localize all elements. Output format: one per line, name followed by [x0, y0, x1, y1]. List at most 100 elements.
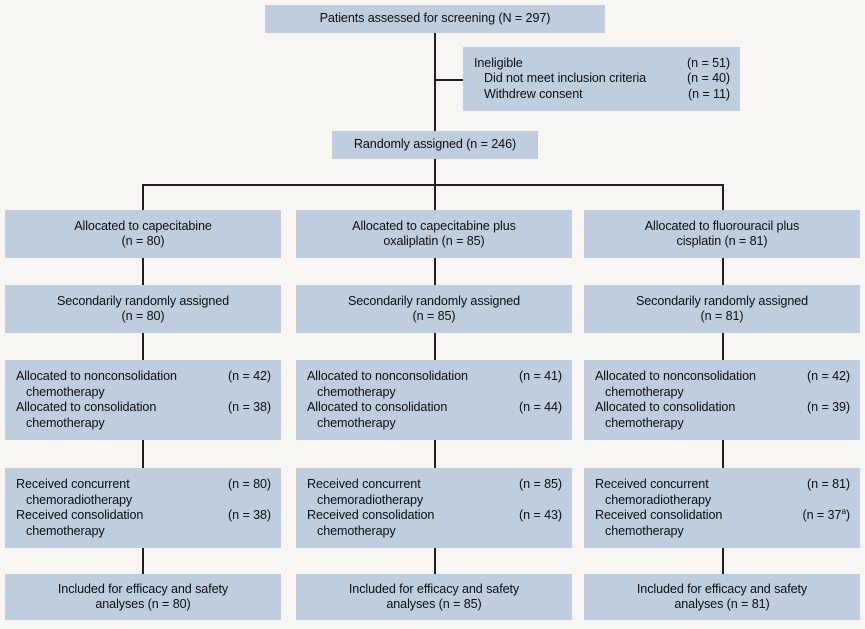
arm-1-consolidation-row-1: Allocated to nonconsolidation (n = 42) — [16, 369, 271, 385]
screening-label: Patients assessed for screening (N = 297… — [319, 11, 551, 26]
box-arm-2-analysis: Included for efficacy and safety analyse… — [296, 574, 572, 620]
connector-arm-2-alloc-to-secondary — [433, 258, 437, 285]
box-arm-3-received: Received concurrent (n = 81) chemoradiot… — [584, 468, 860, 548]
arm-2-allocation-line-1: Allocated to capecitabine plus — [352, 218, 516, 233]
row-count: (n = 80) — [228, 477, 271, 491]
connector-arm-3-consolidation-to-received — [721, 440, 724, 468]
arm-3-secondary-line-2: (n = 81) — [700, 309, 744, 323]
row-label: Received consolidation — [595, 508, 723, 522]
arm-3-allocation-line-1: Allocated to fluorouracil plus — [644, 218, 800, 233]
row-label: Received consolidation — [307, 508, 435, 522]
arm-2-secondary-line-2: (n = 85) — [412, 309, 456, 323]
connector-screening-to-randomized — [433, 33, 437, 131]
box-arm-3-secondary-randomization: Secondarily randomly assigned (n = 81) — [584, 285, 860, 333]
box-arm-1-analysis: Included for efficacy and safety analyse… — [5, 574, 281, 620]
connector-randomized-to-split — [433, 159, 437, 185]
connector-arm-1-consolidation-to-received — [142, 440, 145, 468]
box-arm-2-consolidation-allocation: Allocated to nonconsolidation (n = 41) c… — [296, 360, 572, 440]
arm-1-received-row-2: Received consolidation (n = 38) — [16, 508, 271, 524]
row-label: Allocated to consolidation — [595, 400, 736, 414]
box-arm-1-secondary-randomization: Secondarily randomly assigned (n = 80) — [5, 285, 281, 333]
arm-2-analysis-line-2: analyses (n = 85) — [386, 597, 482, 611]
connector-arm-1-secondary-to-consolidation — [142, 333, 145, 360]
arm-1-consolidation-row-2-cont: chemotherapy — [26, 415, 105, 430]
box-arm-1-consolidation-allocation: Allocated to nonconsolidation (n = 42) c… — [5, 360, 281, 440]
row-count: (n = 42) — [807, 369, 850, 383]
arm-3-secondary-line-1: Secondarily randomly assigned — [635, 293, 809, 308]
box-arm-2-allocation: Allocated to capecitabine plus oxaliplat… — [296, 210, 572, 258]
arm-1-received-row-1: Received concurrent (n = 80) — [16, 477, 271, 493]
connector-split-to-arm-2 — [433, 183, 437, 211]
arm-2-consolidation-row-2-cont: chemotherapy — [317, 415, 396, 430]
connector-arm-1-received-to-analysis — [142, 548, 145, 574]
arm-1-secondary-line-1: Secondarily randomly assigned — [56, 293, 230, 308]
arm-2-received-row-2-cont: chemotherapy — [317, 523, 396, 538]
excluded-row: Did not meet inclusion criteria (n = 40) — [474, 71, 730, 87]
box-screening: Patients assessed for screening (N = 297… — [265, 5, 605, 33]
row-count: (n = 44) — [519, 400, 562, 414]
arm-1-secondary-line-2: (n = 80) — [121, 309, 165, 323]
arm-3-received-row-1: Received concurrent (n = 81) — [595, 477, 850, 493]
connector-arm-3-received-to-analysis — [721, 548, 724, 574]
arm-1-allocation-line-1: Allocated to capecitabine — [74, 218, 212, 233]
arm-1-analysis-line-2: analyses (n = 80) — [95, 597, 191, 611]
box-arm-2-secondary-randomization: Secondarily randomly assigned (n = 85) — [296, 285, 572, 333]
arm-1-received-row-1-cont: chemoradiotherapy — [26, 492, 133, 507]
box-arm-3-allocation: Allocated to fluorouracil plus cisplatin… — [584, 210, 860, 258]
row-count: (n = 85) — [519, 477, 562, 491]
row-count: (n = 43) — [519, 508, 562, 522]
connector-arm-2-received-to-analysis — [433, 548, 437, 574]
row-label: Allocated to consolidation — [16, 400, 157, 414]
connector-arm-2-secondary-to-consolidation — [433, 333, 437, 360]
arm-3-received-row-1-cont: chemoradiotherapy — [605, 492, 712, 507]
arm-3-consolidation-row-1: Allocated to nonconsolidation (n = 42) — [595, 369, 850, 385]
connector-split-to-arm-1 — [142, 183, 145, 211]
box-arm-2-received: Received concurrent (n = 85) chemoradiot… — [296, 468, 572, 548]
row-label: Received concurrent — [16, 477, 130, 491]
row-label: Allocated to nonconsolidation — [595, 369, 756, 383]
row-count-close: ) — [845, 508, 850, 522]
arm-1-consolidation-row-1-cont: chemotherapy — [26, 384, 105, 399]
row-count: (n = 81) — [807, 477, 850, 491]
arm-3-consolidation-row-2: Allocated to consolidation (n = 39) — [595, 400, 850, 416]
arm-2-consolidation-row-1-cont: chemotherapy — [317, 384, 396, 399]
arm-3-received-row-2-cont: chemotherapy — [605, 523, 684, 538]
row-label: Received concurrent — [307, 477, 421, 491]
arm-1-consolidation-row-2: Allocated to consolidation (n = 38) — [16, 400, 271, 416]
split-bar-three-arms — [142, 183, 724, 186]
row-count: (n = 38) — [228, 400, 271, 414]
arm-2-allocation-line-2: oxaliplatin (n = 85) — [383, 234, 485, 248]
arm-2-secondary-line-1: Secondarily randomly assigned — [347, 293, 521, 308]
box-arm-3-analysis: Included for efficacy and safety analyse… — [584, 574, 860, 620]
arm-3-analysis-line-2: analyses (n = 81) — [674, 597, 770, 611]
randomized-label: Randomly assigned (n = 246) — [353, 137, 517, 152]
arm-1-allocation-line-2: (n = 80) — [121, 234, 165, 248]
arm-2-received-row-1-cont: chemoradiotherapy — [317, 492, 424, 507]
row-label: Allocated to nonconsolidation — [16, 369, 177, 383]
arm-2-consolidation-row-2: Allocated to consolidation (n = 44) — [307, 400, 562, 416]
arm-3-received-row-2: Received consolidation (n = 37a) — [595, 507, 850, 524]
excluded-label: Did not meet inclusion criteria — [484, 71, 647, 86]
excluded-label: Withdrew consent — [484, 86, 583, 101]
arm-2-received-row-2: Received consolidation (n = 43) — [307, 508, 562, 524]
arm-2-analysis-line-1: Included for efficacy and safety — [348, 581, 520, 596]
row-label: Received consolidation — [16, 508, 144, 522]
row-count: (n = 37a) — [802, 507, 850, 524]
box-arm-3-consolidation-allocation: Allocated to nonconsolidation (n = 42) c… — [584, 360, 860, 440]
row-label: Allocated to consolidation — [307, 400, 448, 414]
arm-2-received-row-1: Received concurrent (n = 85) — [307, 477, 562, 493]
row-label: Allocated to nonconsolidation — [307, 369, 468, 383]
excluded-count: (n = 51) — [687, 55, 730, 70]
connector-split-to-arm-3 — [721, 183, 724, 211]
excluded-count: (n = 11) — [687, 86, 730, 101]
connector-arm-3-secondary-to-consolidation — [721, 333, 724, 360]
box-randomly-assigned: Randomly assigned (n = 246) — [332, 131, 538, 159]
arm-1-analysis-line-1: Included for efficacy and safety — [57, 581, 229, 596]
row-count: (n = 42) — [228, 369, 271, 383]
connector-arm-3-alloc-to-secondary — [721, 258, 724, 285]
row-count: (n = 41) — [519, 369, 562, 383]
arm-3-allocation-line-2: cisplatin (n = 81) — [676, 234, 768, 248]
connector-to-excluded — [433, 78, 464, 82]
box-arm-1-received: Received concurrent (n = 80) chemoradiot… — [5, 468, 281, 548]
